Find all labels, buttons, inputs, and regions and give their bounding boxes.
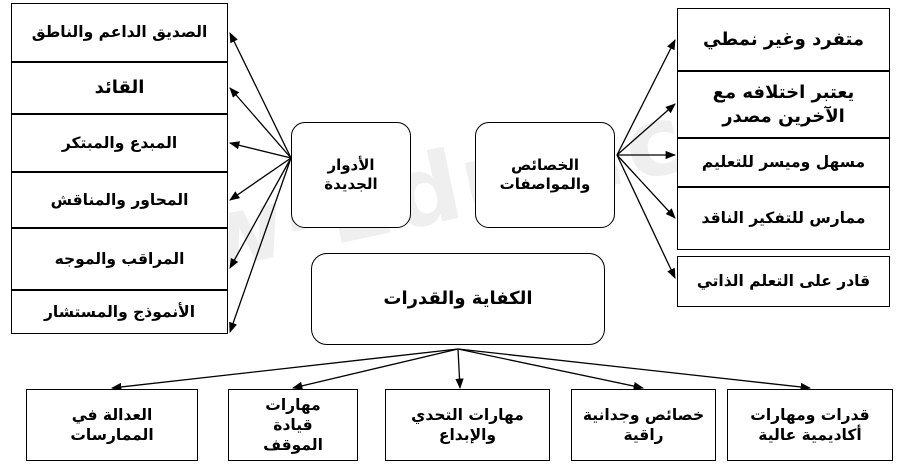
roles-arrow-3 <box>229 157 292 201</box>
competency-arrow-3 <box>457 348 645 391</box>
roles-hub: الأدوار الجديدة <box>291 122 411 228</box>
trait-item-facilitator: مسهل وميسر للتعليم <box>677 138 890 187</box>
competency-arrow-0 <box>110 348 459 392</box>
role-item-creative-innovator: المبدع والمبتكر <box>11 114 228 172</box>
role-item-discussant: المحاور والمناقش <box>11 172 228 228</box>
trait-item-difference: يعتبر اختلافه مع الآخرين مصدر <box>677 71 890 138</box>
roles-arrow-1 <box>229 87 292 159</box>
trait-item-unique: متفرد وغير نمطي <box>677 8 890 71</box>
competency-arrow-4 <box>457 348 812 392</box>
role-item-observer-guide: المراقب والموجه <box>11 228 228 290</box>
competency-item-leadership: مهارات قيادة الموقف <box>228 389 358 461</box>
traits-arrow-0 <box>616 39 676 156</box>
competency-item-challenge: مهارات التحدي والإبداع <box>385 389 550 461</box>
traits-arrow-1 <box>616 103 676 156</box>
competency-item-fairness: العدالة في الممارسات <box>26 389 198 461</box>
trait-item-self-learner: قادر على التعلم الذاتي <box>677 256 890 307</box>
competency-arrow-1 <box>291 348 459 390</box>
trait-item-critical-thinker: ممارس للتفكير الناقد <box>677 187 890 250</box>
roles-arrow-0 <box>229 32 292 159</box>
competency-item-emotional: خصائص وجدانية راقية <box>571 389 716 461</box>
competency-arrow-2 <box>455 348 464 390</box>
roles-arrow-4 <box>229 157 292 269</box>
role-item-leader: القائد <box>11 62 228 114</box>
role-item-supportive-friend: الصديق الداعم والناطق <box>11 3 228 62</box>
traits-hub: الخصائص والمواصفات <box>475 122 615 228</box>
roles-arrow-2 <box>228 141 292 159</box>
traits-arrow-3 <box>616 154 676 219</box>
role-item-model-advisor: الأنموذج والمستشار <box>11 290 228 334</box>
competencies-hub: الكفاية والقدرات <box>311 253 605 345</box>
traits-arrow-4 <box>616 154 676 279</box>
competency-item-academic: قدرات ومهارات أكاديمية عالية <box>727 389 893 461</box>
roles-arrow-5 <box>229 157 292 333</box>
